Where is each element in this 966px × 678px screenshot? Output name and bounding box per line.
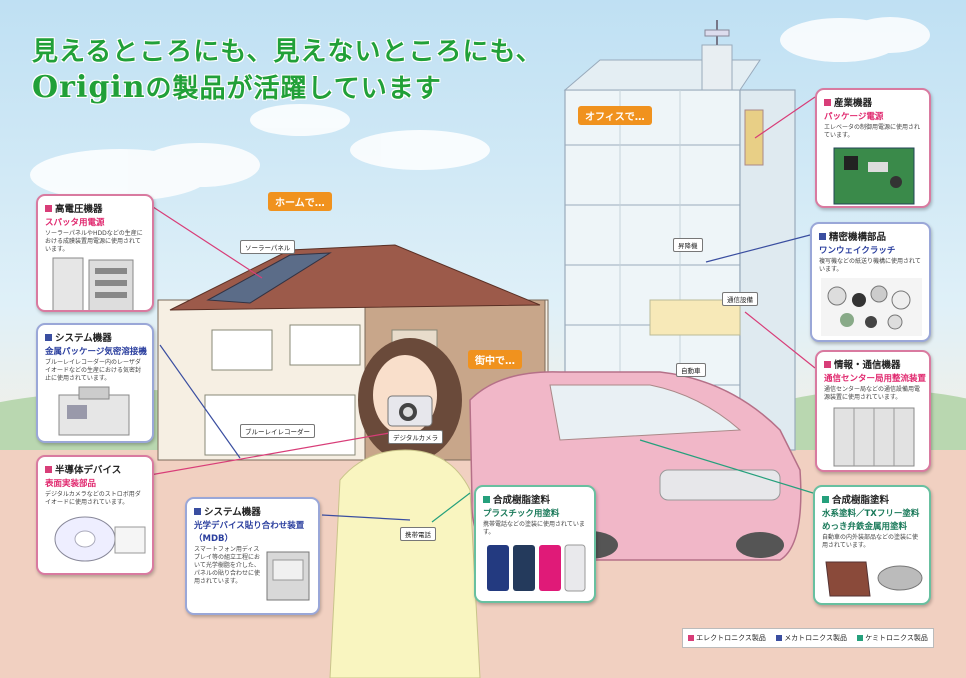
chemitronics-square-icon — [483, 495, 490, 503]
place-label-town: 街中で… — [468, 350, 522, 369]
electronics-square-icon — [824, 98, 831, 106]
callout-system-hermetic-welder: システム機器 金属パッケージ気密溶接機 ブルーレイレコーダー内のレーザダイオード… — [36, 323, 154, 443]
place-label-home: ホームで… — [268, 192, 332, 211]
callout-high-voltage: 高電圧機器 スパッタ用電源 ソーラーパネルやHDDなどの生産における成膜装置用電… — [36, 194, 154, 312]
callout-category: 合成樹脂塗料 — [493, 495, 551, 506]
callout-desc: スマートフォン用ディスプレイ等の組立工程において光学樹脂を介した、パネルの貼り合… — [194, 546, 261, 585]
chemitronics-square-icon — [857, 635, 864, 641]
tag-comm-equipment: 通信設備 — [722, 292, 758, 306]
callout-desc: デジタルカメラなどのストロボ用ダイオードに使用されています。 — [45, 491, 141, 506]
welding-machine-image — [58, 386, 130, 436]
callout-product: 金属パッケージ気密溶接機 — [45, 347, 147, 357]
callout-category: 合成樹脂塗料 — [832, 495, 890, 506]
mechatronics-square-icon — [45, 333, 52, 341]
callout-product: 通信センター局用整流装置 — [824, 374, 927, 384]
tag-digital-camera: デジタルカメラ — [388, 430, 444, 444]
callout-desc: ソーラーパネルやHDDなどの生産における成膜装置用電源に使用されています。 — [45, 230, 143, 253]
power-board-image — [833, 147, 915, 205]
surface-mount-parts-image — [54, 516, 146, 562]
callout-category: 精密機構部品 — [829, 232, 887, 243]
callout-desc: 複写機などの紙送り機構に使用されています。 — [819, 258, 921, 273]
callout-semiconductor: 半導体デバイス 表面実装部品 デジタルカメラなどのストロボ用ダイオードに使用され… — [36, 455, 154, 575]
headline-line-2: Originの製品が活躍しています — [32, 70, 543, 107]
mechatronics-square-icon — [194, 507, 201, 515]
callout-product-2: （MDB） — [194, 534, 233, 544]
connector-lines — [149, 96, 816, 523]
callout-category: 産業機器 — [834, 98, 873, 109]
callout-telecom: 情報・通信機器 通信センター局用整流装置 通信センター局などの通信設備用電源装置… — [815, 350, 931, 472]
electronics-square-icon — [45, 465, 52, 473]
callout-product-2: めっき弁鉄金属用塗料 — [822, 522, 908, 532]
tag-vending: 自動車 — [676, 363, 706, 377]
bonding-machine-image — [266, 551, 310, 601]
tag-elevator: 昇降機 — [673, 238, 703, 252]
callout-precision-parts: 精密機構部品 ワンウェイクラッチ 複写機などの紙送り機構に使用されています。 — [810, 222, 931, 342]
mechatronics-square-icon — [819, 232, 826, 240]
callout-resin-coating-plastic: 合成樹脂塗料 プラスチック用塗料 携帯電話などの塗装に使用されています。 — [474, 485, 596, 603]
category-legend: エレクトロニクス製品 メカトロニクス製品 ケミトロニクス製品 — [682, 628, 934, 648]
callout-desc: ブルーレイレコーダー内のレーザダイオードなどの生産における気密封止に使用されてい… — [45, 359, 142, 382]
power-supply-cabinet-image — [52, 257, 134, 310]
clouds — [30, 17, 930, 201]
legend-chemitronics: ケミトロニクス製品 — [865, 634, 928, 642]
callout-product: ワンウェイクラッチ — [819, 246, 896, 256]
callout-category: 半導体デバイス — [55, 465, 122, 476]
mobile-phones-image — [487, 544, 586, 592]
callout-product: 表面実装部品 — [45, 479, 97, 489]
legend-mechatronics: メカトロニクス製品 — [784, 634, 847, 642]
callout-category: 高電圧機器 — [55, 204, 103, 215]
headline-line-2-rest: の製品が活躍しています — [145, 74, 442, 104]
callout-desc: 通信センター局などの通信設備用電源装置に使用されています。 — [824, 386, 921, 401]
legend-electronics: エレクトロニクス製品 — [696, 634, 766, 642]
electronics-square-icon — [45, 204, 52, 212]
headline-line-1: 見えるところにも、見えないところにも、 — [32, 37, 543, 67]
place-label-office: オフィスで… — [578, 106, 652, 125]
callout-category: 情報・通信機器 — [834, 360, 901, 371]
callout-product: パッケージ電源 — [824, 112, 884, 122]
tag-solar-panel: ソーラーパネル — [240, 240, 296, 254]
callout-product: スパッタ用電源 — [45, 218, 105, 228]
mechatronics-square-icon — [776, 635, 783, 641]
callout-product: 光学デバイス貼り合わせ装置 — [194, 521, 305, 531]
callout-system-mdb: システム機器 光学デバイス貼り合わせ装置 （MDB） スマートフォン用ディスプレ… — [185, 497, 320, 615]
callout-category: システム機器 — [55, 333, 112, 344]
chemitronics-square-icon — [822, 495, 829, 503]
headline: 見えるところにも、見えないところにも、 Originの製品が活躍しています — [32, 34, 543, 107]
callout-resin-coating-automotive: 合成樹脂塗料 水系塗料／TXフリー塗料 めっき弁鉄金属用塗料 自動車の内外装部品… — [813, 485, 931, 605]
electronics-square-icon — [688, 635, 695, 641]
callout-industrial: 産業機器 パッケージ電源 エレベータの制御用電源に使用されています。 — [815, 88, 931, 208]
car-parts-image — [825, 561, 923, 597]
callout-desc: 携帯電話などの塗装に使用されています。 — [483, 521, 585, 536]
one-way-clutch-parts-image — [821, 278, 922, 336]
brand-name: Origin — [32, 70, 146, 105]
rectifier-cabinet-image — [833, 407, 915, 467]
callout-product: プラスチック用塗料 — [483, 509, 560, 519]
callout-category: システム機器 — [204, 507, 261, 518]
tag-mobile-phone: 携帯電話 — [400, 527, 436, 541]
callout-desc: エレベータの制御用電源に使用されています。 — [824, 124, 921, 139]
callout-product: 水系塗料／TXフリー塗料 — [822, 509, 920, 519]
electronics-square-icon — [824, 360, 831, 368]
tag-bluray-recorder: ブルーレイレコーダー — [240, 424, 315, 438]
callout-desc: 自動車の内外装部品などの塗装に使用されています。 — [822, 534, 919, 549]
